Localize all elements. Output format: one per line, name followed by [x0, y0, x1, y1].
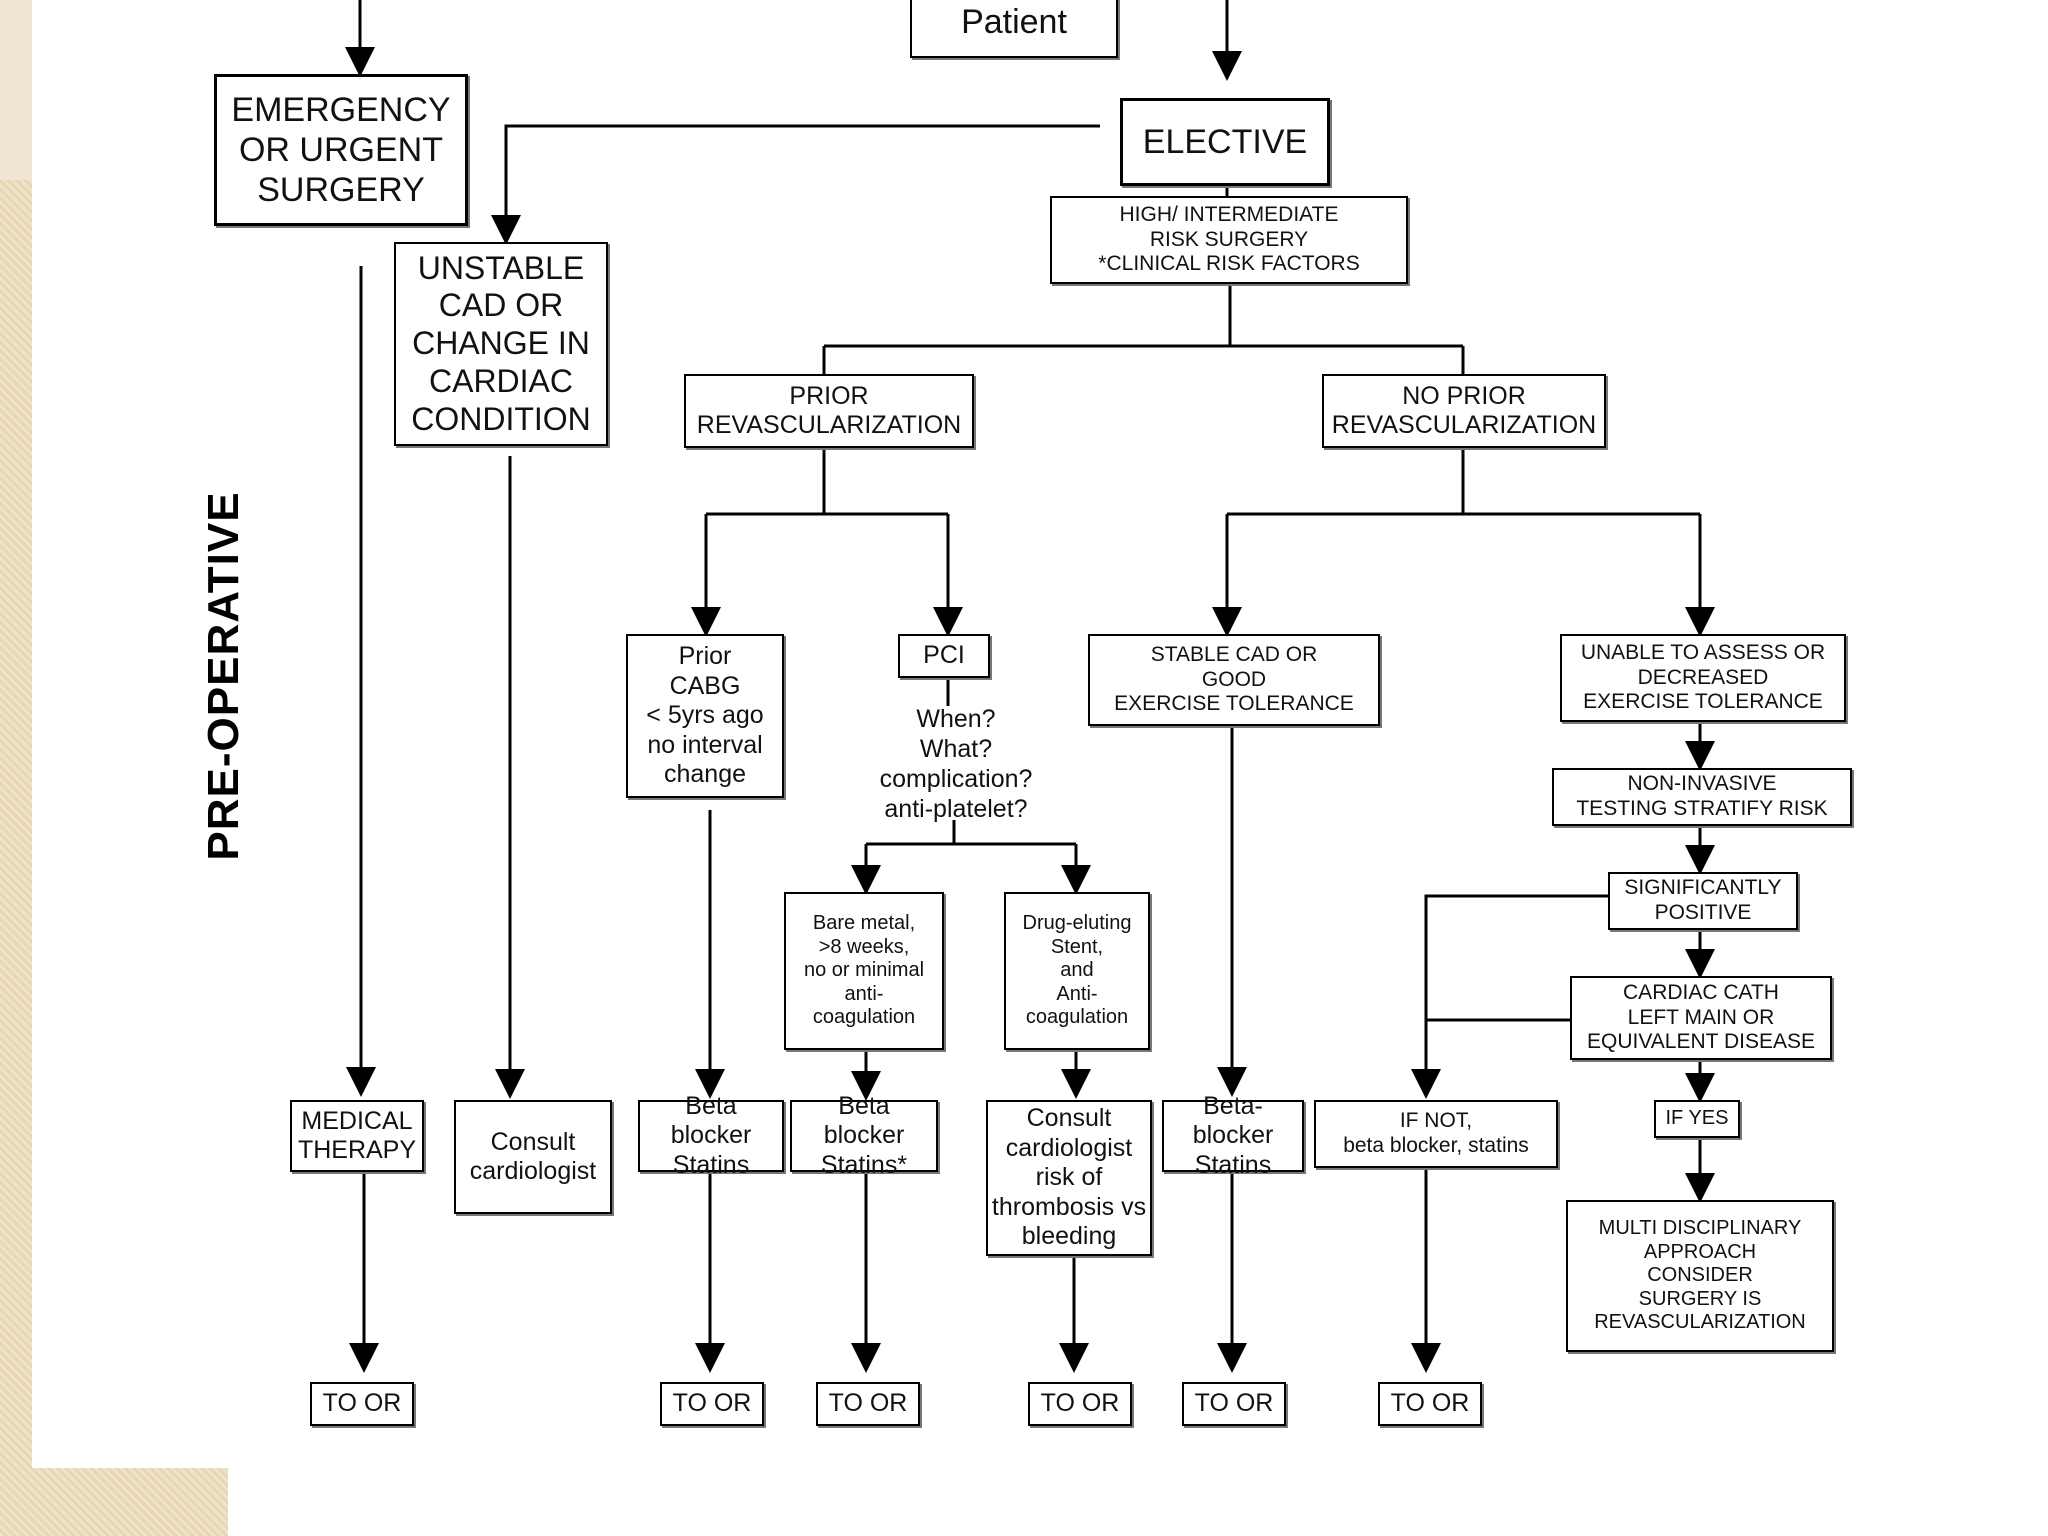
patient-box: Patient	[910, 0, 1118, 58]
left-decorative-band-top	[0, 0, 32, 180]
beta-blocker-statins-box-2: Beta blocker Statins*	[790, 1092, 938, 1179]
non-invasive-testing-box: NON-INVASIVE TESTING STRATIFY RISK	[1552, 768, 1852, 826]
stable-cad-box: STABLE CAD OR GOOD EXERCISE TOLERANCE	[1088, 634, 1380, 726]
left-decorative-band	[0, 0, 32, 1536]
high-intermediate-risk-box: HIGH/ INTERMEDIATE RISK SURGERY *CLINICA…	[1050, 196, 1408, 284]
consult-thrombosis-bleeding-box: Consult cardiologist risk of thrombosis …	[986, 1100, 1152, 1256]
to-or-box-1: TO OR	[310, 1382, 414, 1426]
drug-eluting-stent-box: Drug-eluting Stent, and Anti- coagulatio…	[1004, 892, 1150, 1050]
unable-to-assess-box: UNABLE TO ASSESS OR DECREASED EXERCISE T…	[1560, 634, 1846, 722]
to-or-box-4: TO OR	[1028, 1382, 1132, 1426]
cardiac-cath-box: CARDIAC CATH LEFT MAIN OR EQUIVALENT DIS…	[1570, 976, 1832, 1060]
emergency-surgery-box: EMERGENCY OR URGENT SURGERY	[214, 74, 468, 226]
beta-blocker-statins-box-1: Beta blocker Statins	[638, 1092, 784, 1179]
if-yes-box: IF YES	[1654, 1100, 1740, 1138]
prior-revascularization-box: PRIOR REVASCULARIZATION	[684, 374, 974, 448]
pre-operative-label: PRE-OPERATIVE	[199, 491, 248, 861]
multi-disciplinary-box: MULTI DISCIPLINARY APPROACH CONSIDER SUR…	[1566, 1200, 1834, 1352]
medical-therapy-box: MEDICAL THERAPY	[290, 1100, 424, 1172]
elective-box: ELECTIVE	[1120, 98, 1330, 186]
if-not-box: IF NOT, beta blocker, statins	[1314, 1100, 1558, 1168]
to-or-box-6: TO OR	[1378, 1382, 1482, 1426]
bottom-decorative-band	[0, 1468, 228, 1536]
beta-blocker-statins-box-3: Beta-blocker Statins	[1162, 1092, 1304, 1179]
bare-metal-box: Bare metal, >8 weeks, no or minimal anti…	[784, 892, 944, 1050]
to-or-box-2: TO OR	[660, 1382, 764, 1426]
prior-cabg-box: Prior CABG < 5yrs ago no interval change	[626, 634, 784, 798]
to-or-box-5: TO OR	[1182, 1382, 1286, 1426]
consult-cardiologist-box: Consult cardiologist	[454, 1100, 612, 1214]
unstable-cad-box: UNSTABLE CAD OR CHANGE IN CARDIAC CONDIT…	[394, 242, 608, 446]
no-prior-revascularization-box: NO PRIOR REVASCULARIZATION	[1322, 374, 1606, 448]
to-or-box-3: TO OR	[816, 1382, 920, 1426]
pci-box: PCI	[898, 634, 990, 678]
significantly-positive-box: SIGNIFICANTLY POSITIVE	[1608, 872, 1798, 930]
pci-questions-text: When? What? complication? anti-platelet?	[879, 705, 1033, 823]
